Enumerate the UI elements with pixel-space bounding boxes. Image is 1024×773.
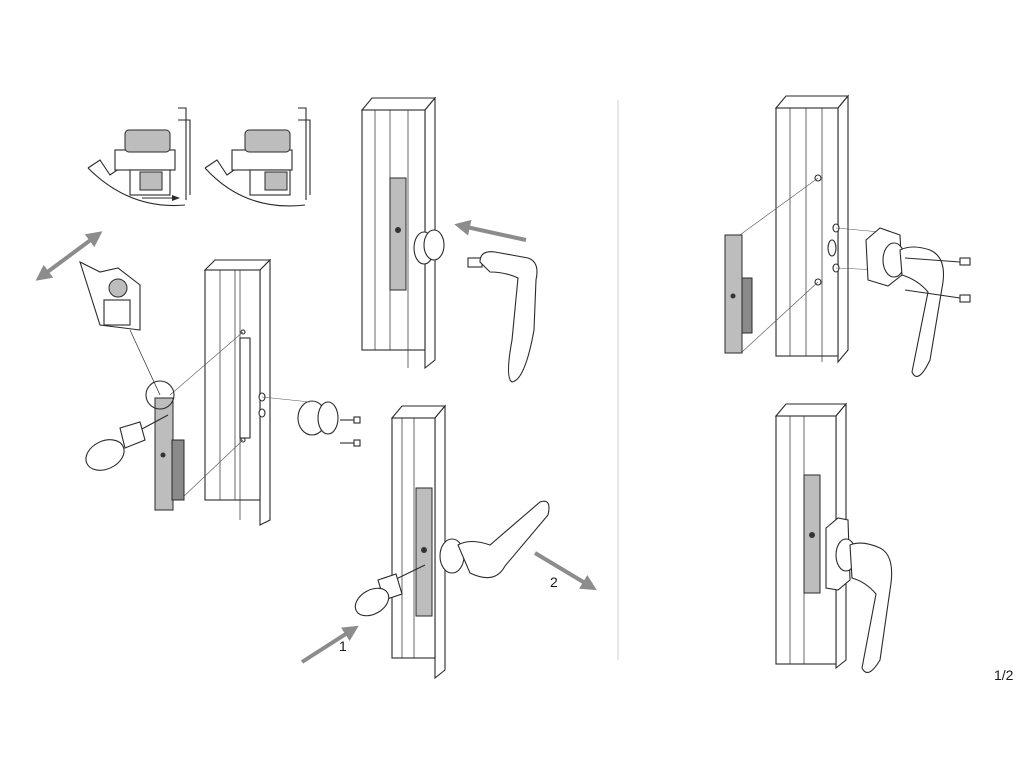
window-profile-right-top bbox=[732, 94, 850, 364]
window-profile-top bbox=[360, 96, 437, 370]
screwdriver-bottom bbox=[354, 564, 426, 617]
profile-detail-after bbox=[204, 107, 311, 207]
rosette-top bbox=[413, 229, 445, 265]
rosette-handle-right bbox=[827, 223, 971, 377]
screw-icon bbox=[340, 416, 361, 447]
step-1-label: 1 bbox=[339, 638, 347, 654]
handle-icon bbox=[467, 251, 538, 383]
handle-mounted-bottom bbox=[439, 500, 550, 579]
step-2-label: 2 bbox=[550, 574, 558, 590]
detail-arrow bbox=[35, 231, 103, 281]
insert-arrow bbox=[454, 219, 527, 242]
profile-detail-before bbox=[87, 107, 191, 207]
magnified-detail bbox=[79, 260, 161, 396]
rosette-icon bbox=[258, 392, 339, 436]
screwdriver-icon bbox=[85, 414, 169, 471]
page-number: 1/2 bbox=[994, 667, 1014, 683]
window-profile-bottom bbox=[390, 404, 447, 680]
gearbox-left bbox=[145, 380, 185, 511]
step1-arrow bbox=[300, 625, 359, 664]
window-profile-left bbox=[169, 258, 272, 526]
handle-mounted-right bbox=[825, 517, 893, 674]
step2-arrow bbox=[533, 551, 597, 591]
gearbox-right bbox=[724, 234, 753, 354]
